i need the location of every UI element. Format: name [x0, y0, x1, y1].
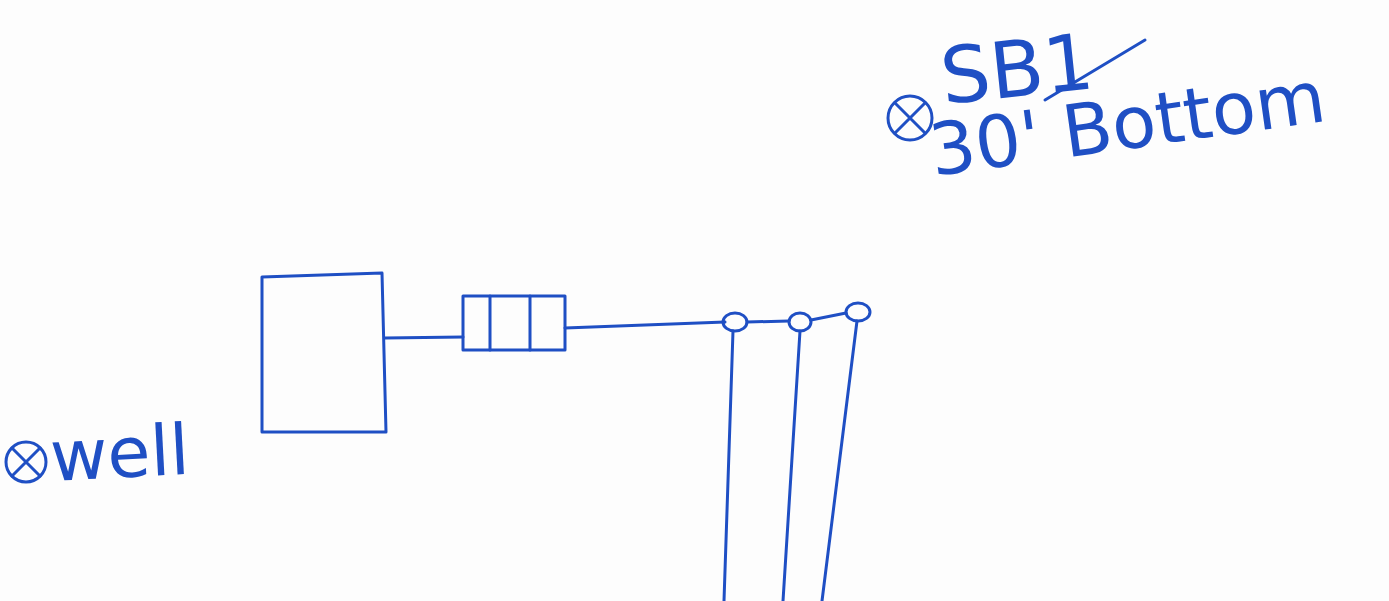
- riser-line: [783, 331, 800, 601]
- manifold-box: [463, 296, 565, 350]
- well-symbol: [12, 448, 40, 476]
- header-line: [747, 313, 846, 322]
- handwritten-label: well: [48, 415, 191, 492]
- boring-symbol: [895, 103, 925, 133]
- well-point-symbol: [723, 313, 747, 331]
- well-point-symbol: [789, 313, 811, 331]
- riser-line: [822, 321, 857, 601]
- pipe-line: [565, 322, 725, 328]
- riser-line: [724, 331, 733, 601]
- well-symbol: [6, 442, 46, 482]
- building-outline: [262, 273, 386, 432]
- well-point-symbol: [846, 303, 870, 321]
- manifold-divider: [490, 296, 530, 350]
- pipe-line: [385, 337, 463, 338]
